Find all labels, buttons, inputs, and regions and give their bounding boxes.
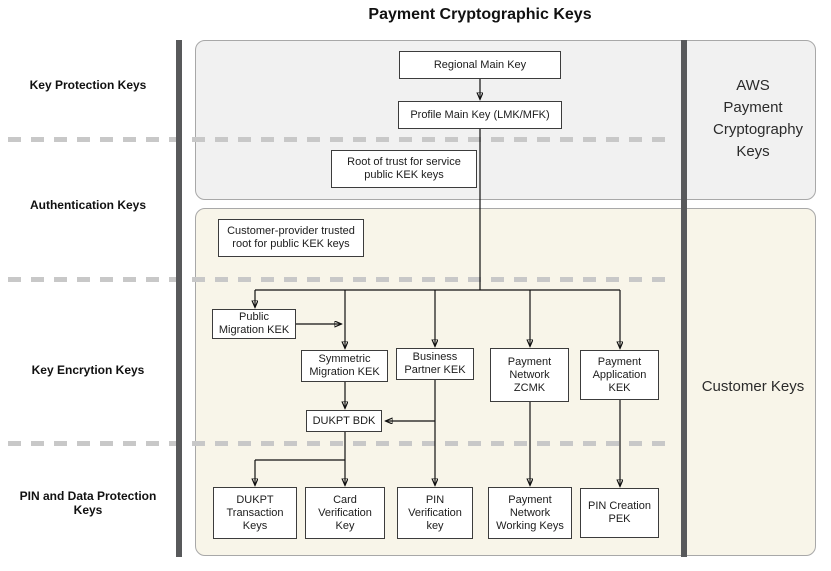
node-symmetric-migration-kek: Symmetric Migration KEK [301,350,388,382]
node-business-partner-kek: Business Partner KEK [396,348,474,380]
node-payment-application-kek: Payment Application KEK [580,350,659,400]
row-label-pin-data-protection-keys: PIN and Data Protection Keys [19,489,157,517]
node-pin-verification-key: PIN Verification key [397,487,473,539]
node-customer-provider-root: Customer-provider trusted root for publi… [218,219,364,257]
node-regional-main-key: Regional Main Key [399,51,561,79]
node-payment-network-zcmk: Payment Network ZCMK [490,348,569,402]
row-label-key-encryption-keys: Key Encrytion Keys [31,363,145,377]
node-public-migration-kek: Public Migration KEK [212,309,296,339]
row-label-key-protection-keys: Key Protection Keys [29,78,147,92]
node-root-of-trust: Root of trust for service public KEK key… [331,150,477,188]
dashed-divider-2 [8,277,668,282]
node-dukpt-transaction-keys: DUKPT Transaction Keys [213,487,297,539]
dashed-divider-1 [8,137,668,142]
node-profile-main-key: Profile Main Key (LMK/MFK) [398,101,562,129]
node-dukpt-bdk: DUKPT BDK [306,410,382,432]
aws-container-label: AWS Payment Cryptography Keys [713,77,804,160]
node-payment-network-working-keys: Payment Network Working Keys [488,487,572,539]
right-separator-bar [681,40,687,557]
left-separator-bar [176,40,182,557]
node-pin-creation-pek: PIN Creation PEK [580,488,659,538]
dashed-divider-3 [8,441,668,446]
diagram-title: Payment Cryptographic Keys [368,6,592,23]
node-card-verification-key: Card Verification Key [305,487,385,539]
row-label-authentication-keys: Authentication Keys [29,198,146,212]
customer-container-label: Customer Keys [701,378,805,395]
